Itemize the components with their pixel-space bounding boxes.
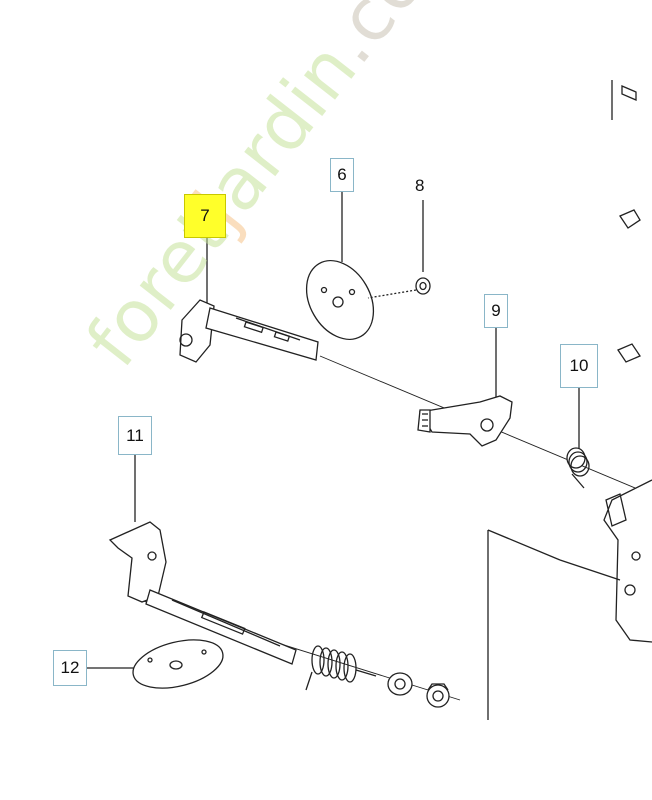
- part-12-disc: [132, 639, 224, 689]
- part-11-shaft: [108, 521, 297, 665]
- callout-10-text: 10: [569, 356, 589, 375]
- part-10-spring: [566, 447, 590, 489]
- callout-9-text: 9: [491, 301, 501, 320]
- callout-11-text: 11: [126, 425, 144, 445]
- washer: [387, 672, 413, 696]
- callout-6: 6: [330, 158, 354, 192]
- callout-8-text: 8: [415, 176, 425, 195]
- housing-right: [487, 80, 652, 720]
- callout-11: 11: [118, 416, 152, 455]
- callout-12-text: 12: [60, 658, 80, 677]
- callout-6-text: 6: [337, 165, 347, 184]
- callout-9: 9: [484, 294, 508, 328]
- part-7-shaft: [179, 299, 319, 363]
- callout-7-highlighted: 7: [184, 194, 226, 238]
- nut: [426, 683, 450, 708]
- callout-12: 12: [53, 650, 87, 686]
- part-9-lever: [417, 395, 513, 447]
- part-8-screw: [367, 277, 431, 299]
- callout-10: 10: [560, 344, 598, 388]
- callout-8: 8: [415, 176, 424, 196]
- lower-spring: [305, 645, 377, 691]
- callout-7-text: 7: [200, 206, 210, 225]
- part-6-disc: [305, 260, 375, 340]
